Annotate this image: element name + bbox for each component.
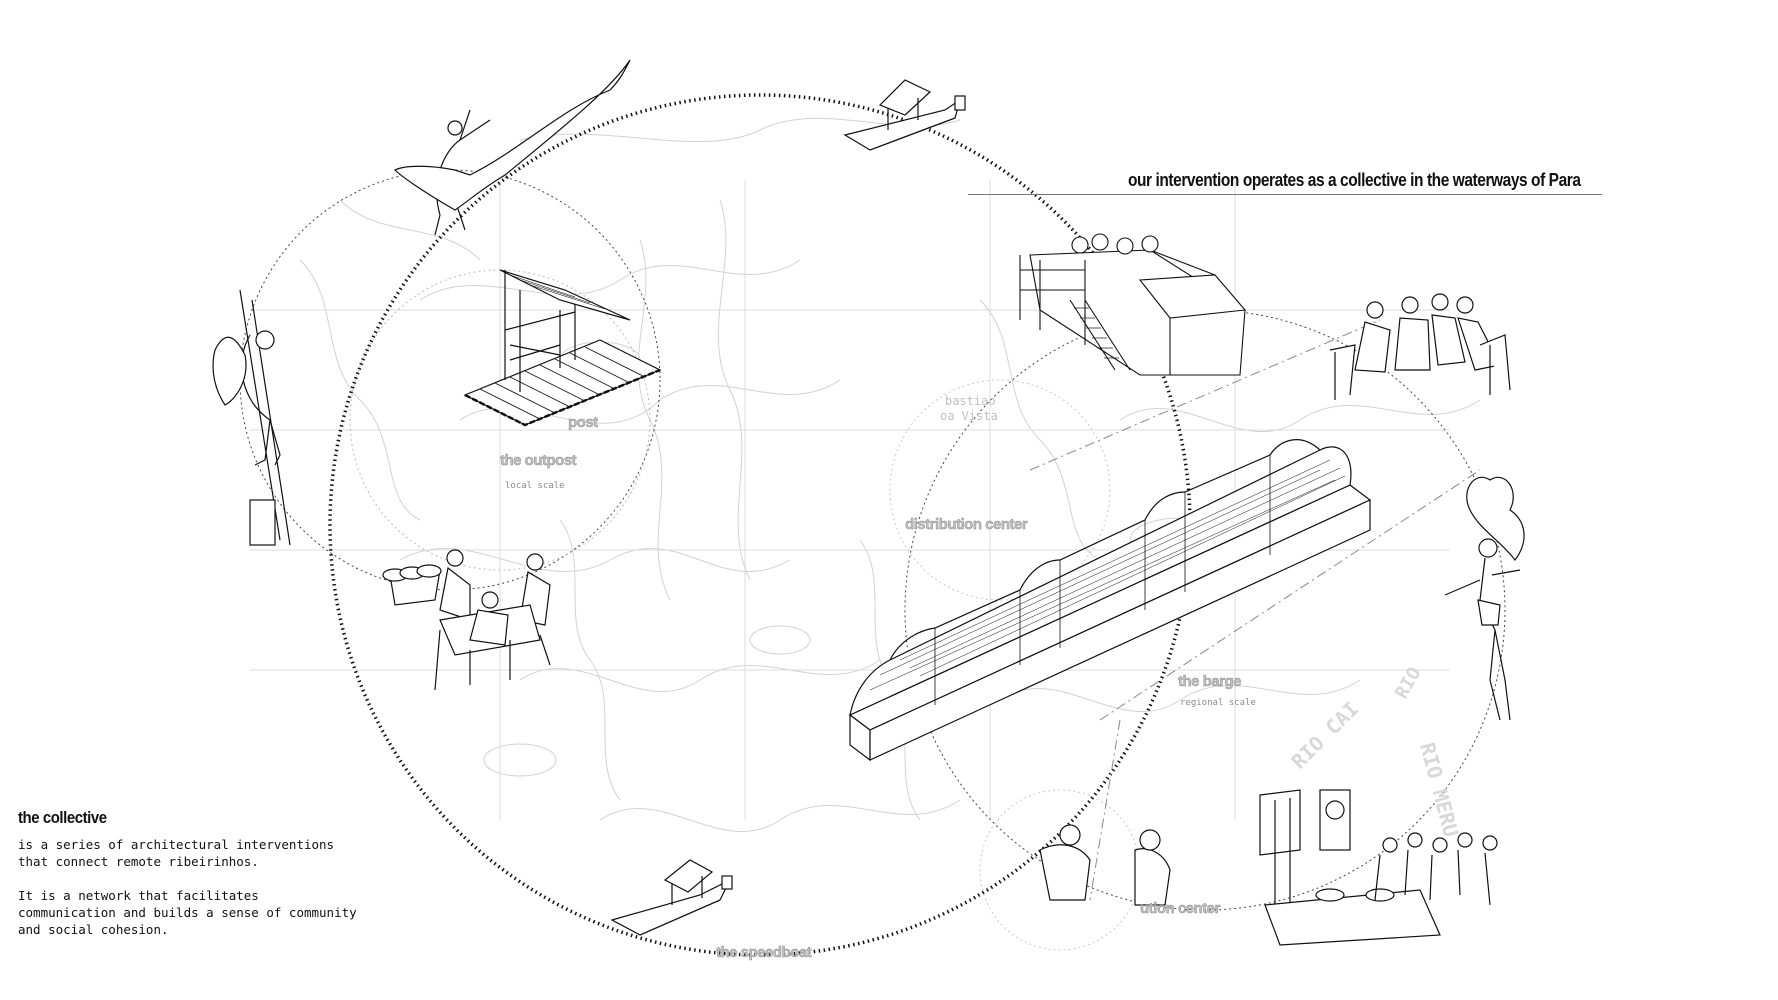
lower-distribution-ghost-title: ution center (1140, 900, 1221, 917)
map-label-rio-meru: RIO MERU (1415, 740, 1463, 839)
collective-description: is a series of architectural interventio… (18, 836, 358, 955)
distribution-circle (889, 379, 1111, 601)
figure-group-table-left (382, 549, 551, 691)
headline-rule (968, 194, 1602, 195)
collective-title: the collective (18, 808, 107, 827)
outpost-scale: local scale (505, 481, 565, 491)
distribution-center-title: distribution center (905, 516, 1028, 533)
outpost-title: the outpost (500, 452, 577, 469)
speedboat-bottom (610, 859, 733, 936)
map-label-rio-cai: RIO CAI (1287, 697, 1364, 774)
barge-scale: regional scale (1180, 698, 1256, 708)
speedboat-top (843, 79, 966, 151)
figure-group-meeting-right (1329, 293, 1511, 400)
collective-paragraph-1: is a series of architectural interventio… (18, 837, 335, 869)
figure-carnival-dancer (1444, 476, 1525, 721)
barge-structure (848, 439, 1372, 762)
outpost-structure (463, 269, 662, 427)
network-circle (328, 93, 1192, 957)
headline: our intervention operates as a collectiv… (1128, 170, 1581, 190)
route-lines (1029, 319, 1481, 901)
barge-circle (904, 309, 1506, 911)
figure-climber (212, 289, 291, 546)
collective-paragraph-2: It is a network that facilitates communi… (18, 888, 357, 937)
map-label-sebastiao: bastiao (945, 394, 996, 408)
map-label-boa-vista: oa Vista (940, 409, 998, 423)
figure-dancer-top (393, 59, 631, 236)
speedboat-title: the speedboat (716, 944, 812, 961)
topographic-map (299, 117, 1481, 832)
barge-title: the barge (1178, 673, 1242, 690)
distribution-structure (1019, 233, 1247, 376)
outpost-ghost-label: post (568, 414, 599, 431)
figure-group-workshop (1039, 789, 1498, 946)
outpost-circle (239, 169, 661, 591)
